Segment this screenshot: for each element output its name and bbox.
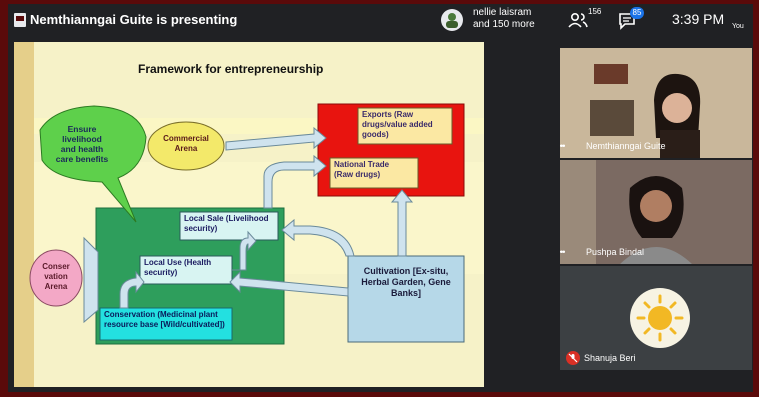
participant-name: Nemthianngai Guite [586, 141, 666, 151]
national-trade-box [329, 157, 419, 189]
participant-more: and 150 more [473, 19, 535, 30]
cultivation-box [347, 255, 465, 343]
participant-tile[interactable]: Shanuja Beri [560, 266, 752, 370]
local-use-box [139, 255, 233, 285]
commercial-label: Commercial Arena [163, 134, 209, 153]
people-count: 156 [588, 7, 602, 16]
conservation-box [99, 307, 233, 341]
clock: 3:39 PM [672, 11, 725, 27]
ensure-label: Ensure livelihood and health care benefi… [55, 124, 109, 164]
top-bar: Nemthianngai Guite is presenting nellie … [8, 4, 753, 36]
conservation-label: Conservation (Medicinal plant resource b… [104, 310, 225, 329]
more-options-icon[interactable]: ••• [560, 247, 566, 257]
national-trade-label: National Trade (Raw drugs) [334, 160, 390, 179]
conservation-arena-label: Conser vation Arena [42, 262, 70, 291]
participant-name: Pushpa Bindal [586, 247, 645, 257]
conservation-arena-ellipse [29, 249, 83, 307]
exports-box [357, 107, 453, 145]
slide-title: Framework for entrepreneurship [138, 62, 324, 76]
presenting-icon [14, 13, 26, 27]
ensure-callout [39, 105, 147, 223]
chat-badge: 85 [630, 7, 644, 19]
flow-arrows [83, 126, 414, 324]
participant-tile[interactable]: ••• Pushpa Bindal [560, 160, 752, 264]
local-sale-box [179, 211, 279, 241]
participant-video [560, 160, 752, 264]
participant-video [560, 48, 752, 158]
participant-tile[interactable]: ••• Nemthianngai Guite [560, 48, 752, 158]
framework-diagram [29, 103, 465, 345]
more-options-icon[interactable]: ••• [560, 141, 566, 151]
participant-avatar [560, 266, 752, 370]
exports-label: Exports (Raw drugs/value added goods) [362, 110, 433, 139]
presenting-label: Nemthianngai Guite is presenting [30, 12, 238, 27]
you-label: You [732, 23, 744, 30]
local-use-label: Local Use (Health security) [144, 258, 212, 277]
local-sale-label: Local Sale (Livelihood security) [184, 214, 269, 233]
participant-name: nellie laisram [473, 7, 532, 18]
commercial-ellipse [147, 121, 225, 171]
slide-left-strip [14, 42, 34, 387]
mic-muted-icon [566, 351, 580, 365]
people-icon[interactable] [568, 10, 588, 30]
cultivation-label: Cultivation [Ex-situ, Herbal Garden, Gen… [361, 266, 451, 298]
participants-summary[interactable]: nellie laisram and 150 more [473, 7, 535, 31]
participant-avatar-icon [441, 9, 463, 31]
participant-name: Shanuja Beri [584, 353, 636, 363]
